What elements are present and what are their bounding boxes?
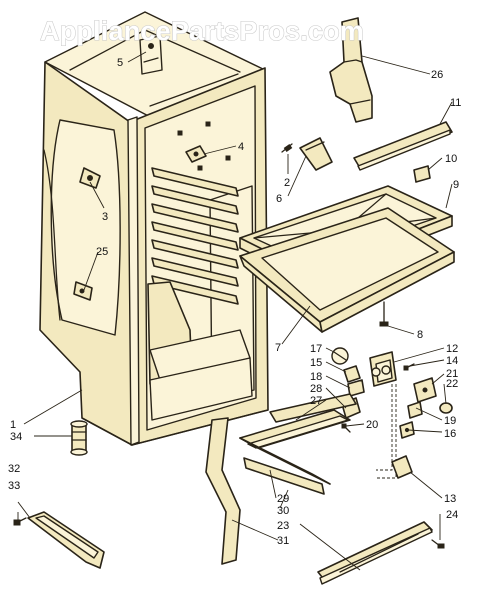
leader-lines xyxy=(17,51,453,571)
callout-30: 30 xyxy=(277,505,289,517)
part-23-grille xyxy=(317,521,433,585)
callout-4: 4 xyxy=(238,141,244,153)
callout-25: 25 xyxy=(96,246,108,258)
callout-10: 10 xyxy=(445,153,457,165)
cabinet-shell xyxy=(39,11,269,446)
callout-31: 31 xyxy=(277,535,289,547)
callout-16: 16 xyxy=(444,428,456,440)
control-switch-assembly xyxy=(369,351,397,387)
callout-8: 8 xyxy=(417,329,423,341)
callout-20: 20 xyxy=(366,419,378,431)
callout-34: 34 xyxy=(10,431,22,443)
part-18-socket xyxy=(347,379,365,397)
callout-15: 15 xyxy=(310,357,322,369)
part-33-screw xyxy=(13,517,27,526)
callout-23: 23 xyxy=(277,520,289,532)
callout-21: 21 xyxy=(446,368,458,380)
part-8-screw xyxy=(379,301,389,327)
part-3-bracket xyxy=(79,167,101,189)
callout-17: 17 xyxy=(310,343,322,355)
part-6-bracket xyxy=(299,137,333,171)
callout-22: 22 xyxy=(446,378,458,390)
part-7-pan xyxy=(239,207,455,333)
callout-32: 32 xyxy=(8,463,20,475)
part-31-strip xyxy=(205,417,241,565)
callout-26: 26 xyxy=(431,69,443,81)
callout-33: 33 xyxy=(8,480,20,492)
callout-6: 6 xyxy=(276,193,282,205)
part-32-rail xyxy=(27,511,105,569)
callout-13: 13 xyxy=(444,493,456,505)
part-34-leg xyxy=(70,420,88,456)
part-2-screw xyxy=(281,143,293,153)
callout-labels: 5 26 11 10 9 4 2 6 3 25 7 8 12 14 21 22 … xyxy=(8,57,461,547)
callout-28: 28 xyxy=(310,383,322,395)
callout-2: 2 xyxy=(284,177,290,189)
callout-3: 3 xyxy=(102,211,108,223)
callout-5: 5 xyxy=(117,57,123,69)
callout-12: 12 xyxy=(446,343,458,355)
part-13-connector xyxy=(391,455,413,479)
wire-leads xyxy=(376,384,397,479)
part-27-rail xyxy=(269,393,357,423)
part-29-cover xyxy=(239,409,351,485)
part-5-bracket xyxy=(139,35,163,75)
part-26-channel xyxy=(329,17,373,123)
callout-29: 29 xyxy=(277,493,289,505)
callout-14: 14 xyxy=(446,355,458,367)
callout-7: 7 xyxy=(275,342,281,354)
callout-9: 9 xyxy=(453,179,459,191)
part-25-clip xyxy=(73,281,93,301)
callout-18: 18 xyxy=(310,371,322,383)
watermark-text: AppliancePartsPros.com xyxy=(40,16,364,46)
part-19-clip xyxy=(407,401,423,419)
part-24-screw xyxy=(431,539,445,549)
part-4-clip xyxy=(185,145,207,163)
part-21-block xyxy=(413,377,437,403)
callout-19: 19 xyxy=(444,415,456,427)
callout-24: 24 xyxy=(446,509,458,521)
part-10-clip xyxy=(413,165,431,183)
callout-27: 27 xyxy=(310,395,322,407)
callout-11: 11 xyxy=(450,97,461,109)
callout-1: 1 xyxy=(10,419,16,431)
part-14-screw xyxy=(403,363,415,371)
part-11-strip xyxy=(353,121,453,171)
part-15-socket xyxy=(343,365,361,383)
part-30-rail xyxy=(243,457,325,495)
liner-studs xyxy=(177,121,231,171)
part-22-knob xyxy=(439,402,453,414)
part-17-lamp xyxy=(331,347,349,365)
part-20-screw xyxy=(341,423,351,433)
